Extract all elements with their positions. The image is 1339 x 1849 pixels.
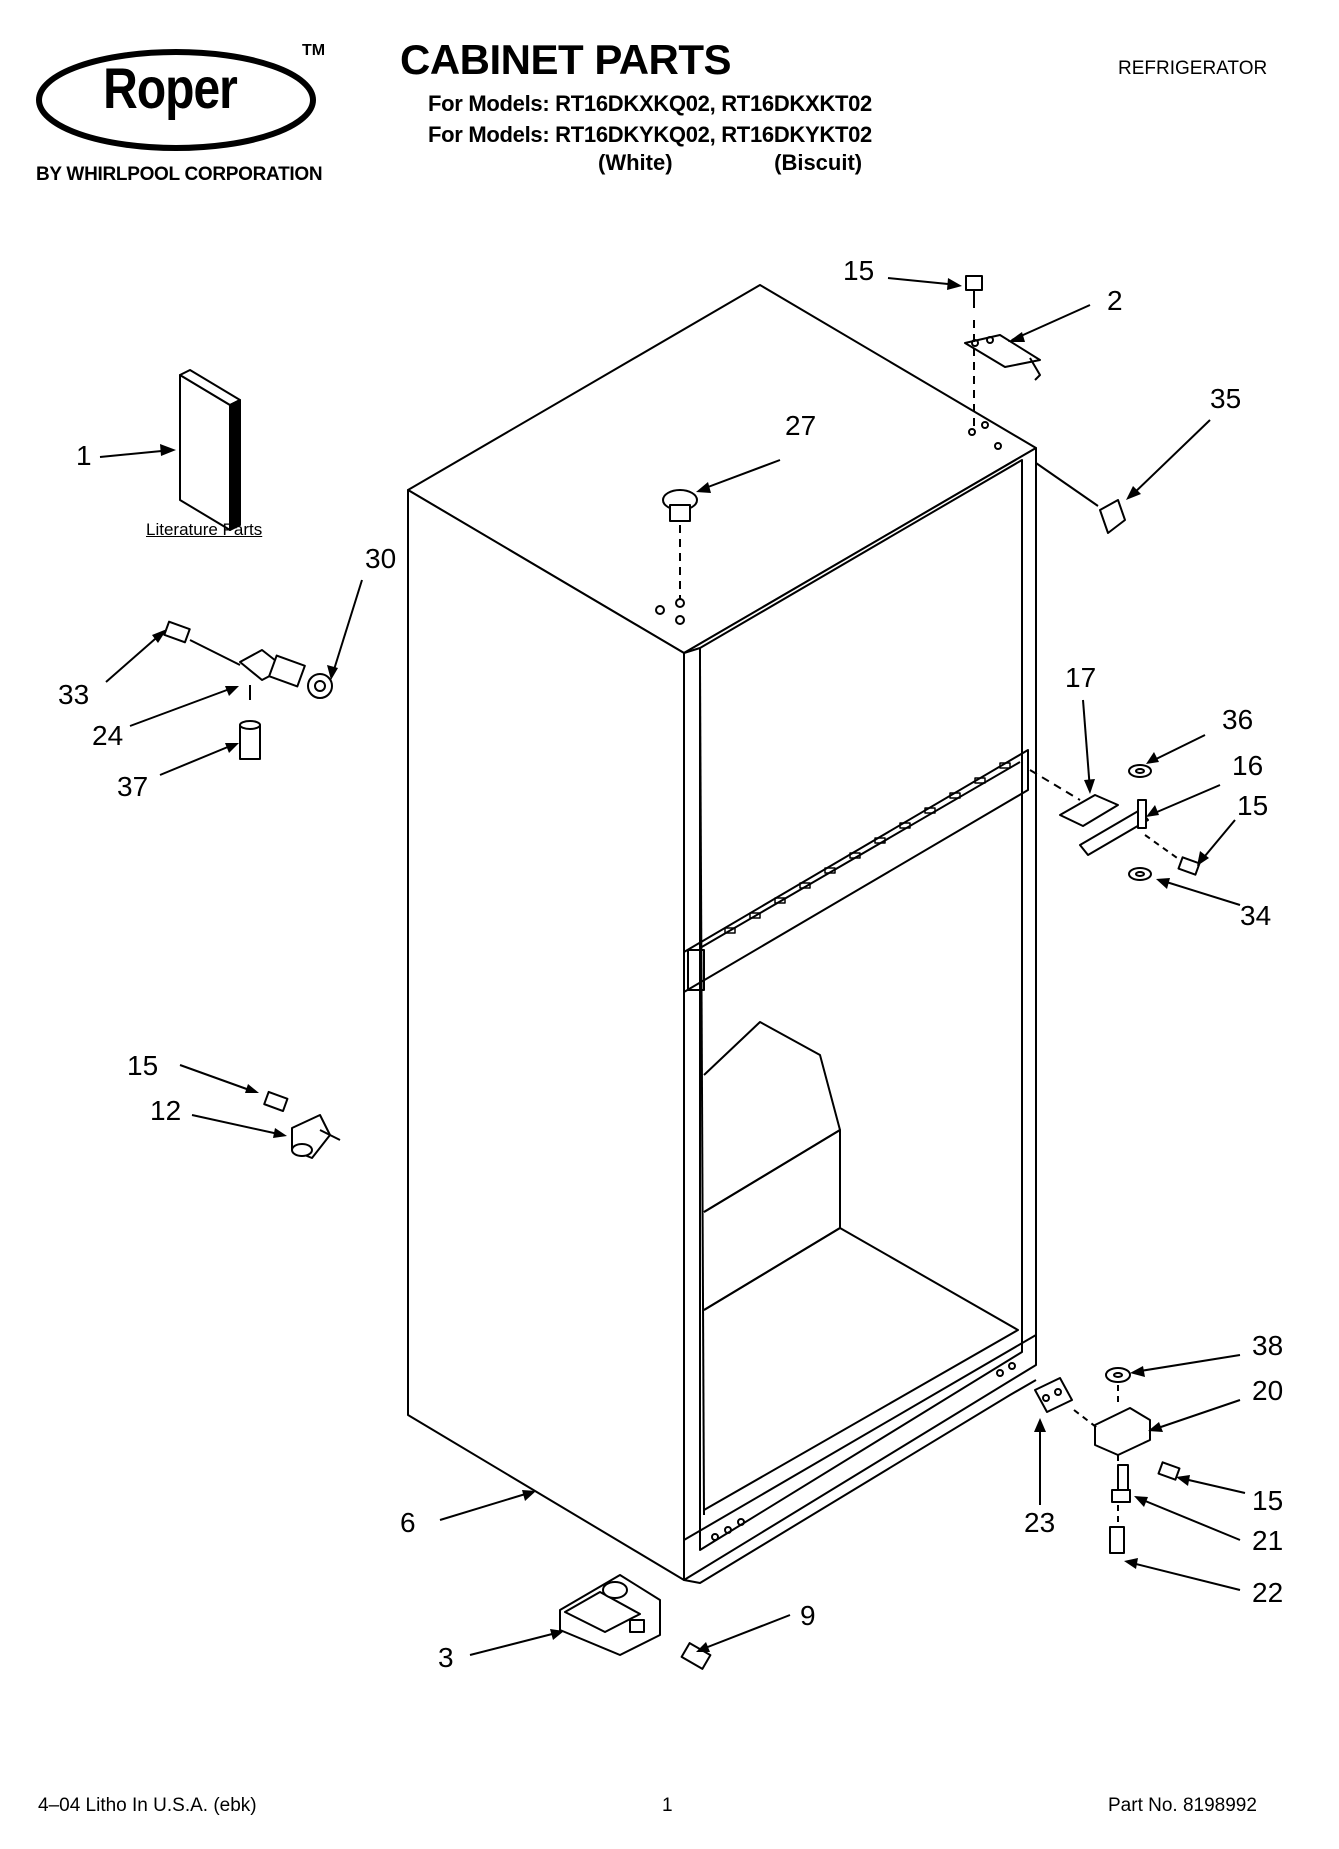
appliance-category: REFRIGERATOR [1118, 58, 1268, 79]
color-list: (White) (Biscuit) [598, 150, 862, 176]
trademark-mark: TM [302, 42, 326, 59]
top-hinge-bracket [964, 275, 1041, 430]
model-line-2: For Models: RT16DKYKQ02, RT16DKYKT02 [428, 122, 872, 147]
callout-2: 2 [1107, 285, 1123, 316]
callout-17: 17 [1065, 662, 1097, 693]
brand-byline: BY WHIRLPOOL CORPORATION [36, 164, 323, 185]
footer-litho: 4–04 Litho In U.S.A. (ebk) [38, 1795, 257, 1816]
model-line-1: For Models: RT16DKXKQ02, RT16DKXKT02 [428, 91, 872, 116]
callout-arrowheads [152, 278, 1209, 1652]
callout-34: 34 [1240, 900, 1272, 931]
callout-15-left: 15 [127, 1050, 159, 1081]
callout-16: 16 [1232, 750, 1264, 781]
callout-21: 21 [1252, 1525, 1284, 1556]
callout-30: 30 [365, 543, 397, 574]
callout-15-top: 15 [843, 255, 875, 286]
center-hinge-assembly [1029, 764, 1201, 881]
callout-9: 9 [800, 1600, 816, 1631]
bottom-hinge-assembly [1034, 1367, 1181, 1554]
callout-33: 33 [58, 679, 90, 710]
hinge-pin-assembly [163, 620, 333, 760]
callout-38: 38 [1252, 1330, 1284, 1361]
plug-button [662, 489, 698, 600]
callout-24: 24 [92, 720, 124, 751]
color-white: (White) [598, 150, 673, 175]
hinge-cap [1035, 462, 1126, 534]
callout-leaders [99, 277, 1246, 1656]
callout-15-bottom: 15 [1252, 1485, 1284, 1516]
callout-27: 27 [785, 410, 817, 441]
callout-23: 23 [1024, 1507, 1056, 1538]
callout-35: 35 [1210, 383, 1242, 414]
page-title: CABINET PARTS [400, 36, 732, 83]
callout-36: 36 [1222, 704, 1254, 735]
callout-1: 1 [76, 440, 92, 471]
callout-37: 37 [117, 771, 149, 802]
leveling-bracket [559, 1574, 712, 1670]
logo-oval [36, 49, 316, 151]
cabinet-body [407, 284, 1037, 1584]
page-number: 1 [662, 1795, 673, 1816]
roper-logo: Roper TM BY WHIRLPOOL CORPORATION [30, 40, 360, 190]
model-list: For Models: RT16DKXKQ02, RT16DKXKT02 For… [428, 88, 872, 150]
callout-6: 6 [400, 1507, 416, 1538]
callout-22: 22 [1252, 1577, 1284, 1608]
callout-15-middle: 15 [1237, 790, 1269, 821]
callout-20: 20 [1252, 1375, 1284, 1406]
part-number: Part No. 8198992 [1108, 1795, 1257, 1816]
logo-wordmark: Roper [103, 57, 238, 122]
literature-caption: Literature Parts [146, 520, 263, 539]
color-biscuit: (Biscuit) [774, 150, 863, 175]
hinge-cover [263, 1090, 341, 1159]
callout-12: 12 [150, 1095, 182, 1126]
literature-booklet [179, 369, 241, 531]
callout-3: 3 [438, 1642, 454, 1673]
